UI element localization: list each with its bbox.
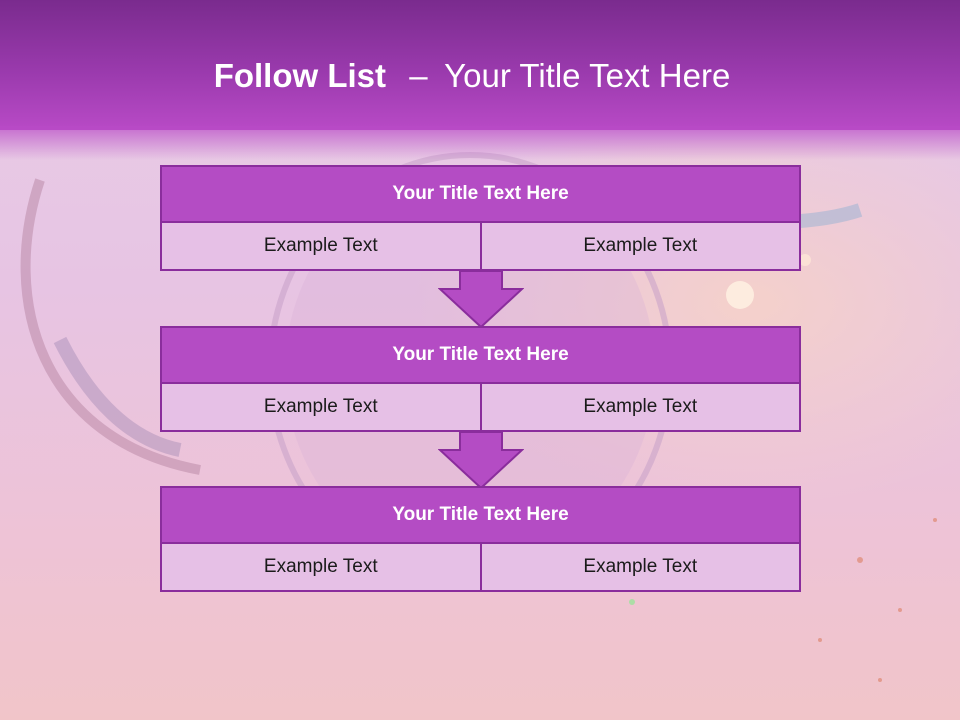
slide-title-separator: – — [409, 57, 428, 94]
block-row: Example Text Example Text — [160, 544, 801, 592]
block-cell-left: Example Text — [160, 384, 482, 432]
block-title: Your Title Text Here — [160, 326, 801, 384]
down-arrow-icon — [438, 271, 524, 329]
block-cell-right: Example Text — [481, 223, 801, 271]
list-block-1: Your Title Text Here Example Text Exampl… — [160, 165, 801, 271]
slide-title-rest: Your Title Text Here — [444, 57, 731, 94]
down-arrow-icon — [438, 432, 524, 490]
slide-title: Follow List – Your Title Text Here — [0, 56, 944, 96]
list-block-2: Your Title Text Here Example Text Exampl… — [160, 326, 801, 432]
block-cell-right: Example Text — [481, 544, 801, 592]
block-title: Your Title Text Here — [160, 165, 801, 223]
block-row: Example Text Example Text — [160, 223, 801, 271]
block-cell-right: Example Text — [481, 384, 801, 432]
block-cell-left: Example Text — [160, 544, 482, 592]
block-title: Your Title Text Here — [160, 486, 801, 544]
block-cell-left: Example Text — [160, 223, 482, 271]
slide-title-bold: Follow List — [213, 57, 387, 94]
block-row: Example Text Example Text — [160, 384, 801, 432]
header-band — [0, 0, 960, 130]
list-block-3: Your Title Text Here Example Text Exampl… — [160, 486, 801, 592]
